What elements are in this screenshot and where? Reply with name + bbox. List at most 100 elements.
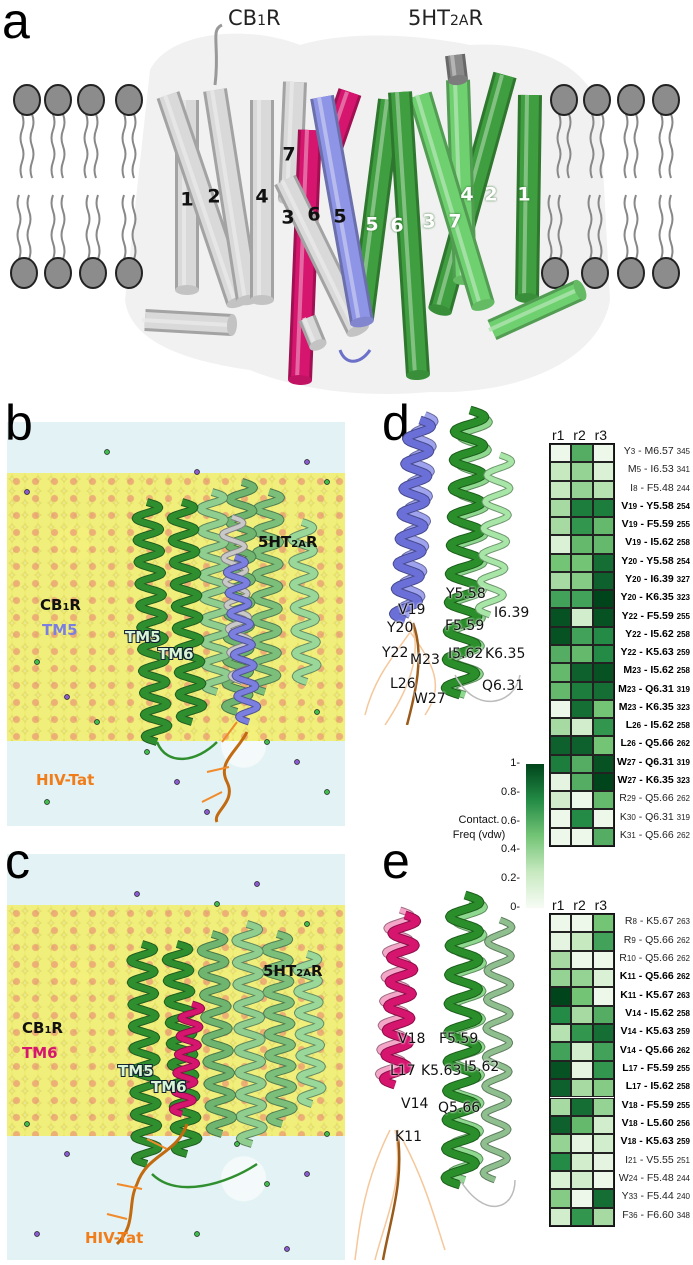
- ion: [194, 1231, 200, 1237]
- lipid-head: [652, 84, 680, 116]
- loop: [151, 1162, 258, 1189]
- heatmap-cell: [550, 626, 572, 645]
- lipid-lower: [652, 194, 680, 289]
- row-label-part: 262: [676, 830, 690, 840]
- lipid-tail: [623, 194, 629, 260]
- heatmap-cell: [550, 535, 572, 554]
- row-label-part: 20: [632, 575, 642, 585]
- cylinder-end: [226, 314, 238, 336]
- cb1r-tm6-helix: [168, 1000, 206, 1118]
- ht2a-helix-tm5: [126, 940, 163, 1168]
- residue-label: I6.39: [494, 605, 530, 621]
- lipid-tail: [121, 194, 127, 260]
- heatmap-cell: [550, 950, 572, 970]
- row-label-part: 10: [626, 953, 636, 963]
- row-label-part: K: [620, 988, 628, 1001]
- lipid-tail: [566, 113, 572, 179]
- heatmap-grid: [549, 443, 615, 847]
- column-header-r1: r1: [552, 427, 565, 443]
- ion: [64, 1151, 70, 1157]
- row-label-part: - Q5.66: [635, 1043, 677, 1056]
- row-label-part: - I5.62: [641, 664, 677, 677]
- lipid-tail: [16, 194, 22, 260]
- heatmap-cell: [571, 480, 593, 499]
- row-label-part: V: [621, 499, 629, 512]
- row-label-part: 23: [632, 666, 642, 676]
- heatmap-cell: [571, 987, 593, 1006]
- heatmap-cell: [550, 608, 572, 627]
- hiv-tat-ensemble: [354, 1129, 446, 1261]
- row-label-part: - M6.57: [635, 445, 677, 458]
- residue-label: L26: [390, 676, 416, 692]
- heatmap-cell: [592, 754, 614, 773]
- row-label: Y22 - K5.63 259: [620, 647, 690, 658]
- lipid-upper: [13, 84, 41, 179]
- row-label: R10 - Q5.66 262: [619, 953, 690, 964]
- colorbar-tick-label: 0-: [510, 901, 520, 913]
- row-label-part: Y: [625, 627, 633, 640]
- row-label-part: 20: [628, 556, 638, 566]
- row-label-part: 24: [628, 1174, 638, 1184]
- column-header-r3: r3: [594, 427, 608, 443]
- heatmap-cell: [571, 1060, 593, 1080]
- ion: [304, 921, 310, 927]
- row-label-part: - Q5.66: [635, 792, 677, 805]
- ion: [264, 1181, 270, 1187]
- cylinder-end: [573, 279, 587, 301]
- row-label-part: 341: [676, 465, 690, 475]
- row-label-part: - V5.55: [636, 1153, 677, 1166]
- row-label-part: 319: [676, 757, 690, 767]
- cylinder-end: [288, 374, 312, 386]
- heatmap-cell: [592, 480, 614, 499]
- heatmap-cell: [592, 444, 614, 463]
- residue-label: Y22: [382, 645, 409, 661]
- heatmap-cell: [592, 498, 614, 518]
- heatmap-cell: [550, 987, 572, 1006]
- ion: [24, 489, 30, 495]
- ion: [234, 1141, 240, 1147]
- lipid-tail: [19, 113, 25, 179]
- row-label-part: 262: [676, 1045, 690, 1055]
- ht2a-helix-number: 4: [460, 183, 474, 206]
- residue-label: K6.35: [485, 646, 526, 662]
- row-label-part: 254: [676, 556, 690, 566]
- ribbon-face: [390, 416, 435, 624]
- heatmap-cell: [592, 1170, 614, 1190]
- cylinder-highlight: [163, 94, 237, 303]
- heatmap-cell: [592, 987, 614, 1006]
- lipid-tail: [599, 113, 605, 179]
- loop: [213, 23, 223, 86]
- ht2a-sub: 2A: [296, 968, 311, 979]
- residue-label: Y5.58: [446, 586, 486, 602]
- heatmap-cell: [571, 699, 593, 719]
- lipid-upper: [652, 84, 680, 179]
- row-label-part: 258: [676, 1008, 690, 1018]
- lipid-tail: [556, 113, 562, 179]
- ion: [264, 739, 270, 745]
- heatmap-cell: [571, 571, 593, 591]
- cb1r-helix-short: [298, 314, 327, 351]
- heatmap-cell: [571, 736, 593, 755]
- residue-label: M23: [410, 652, 440, 668]
- heatmap-cell: [550, 480, 572, 499]
- row-label-part: I: [625, 1153, 629, 1166]
- lipid-tail: [85, 194, 91, 260]
- cb1r-sub: 1: [62, 602, 70, 613]
- row-label: L26 - Q5.66 262: [620, 738, 690, 749]
- cb1r-prefix: CB: [22, 1019, 45, 1037]
- ht2a-suffix: R: [305, 533, 318, 551]
- row-label: R8 - K5.67 263: [625, 916, 690, 927]
- ht2a-sub: 2A: [449, 13, 469, 29]
- row-label-part: 20: [627, 593, 637, 603]
- heatmap-cell: [592, 462, 614, 481]
- row-label-part: - I5.62: [641, 536, 677, 549]
- heatmap-cell: [571, 932, 593, 951]
- cylinder-fill: [291, 129, 319, 381]
- row-label: M23 - Q6.31 319: [618, 683, 690, 695]
- lipid-lower: [79, 194, 107, 289]
- row-label-part: Y: [621, 609, 629, 622]
- row-label-part: 11: [627, 990, 637, 1000]
- lipid-tail: [658, 194, 664, 260]
- row-label-part: - I5.62: [641, 719, 677, 732]
- cb1r-prefix: CB: [228, 6, 258, 30]
